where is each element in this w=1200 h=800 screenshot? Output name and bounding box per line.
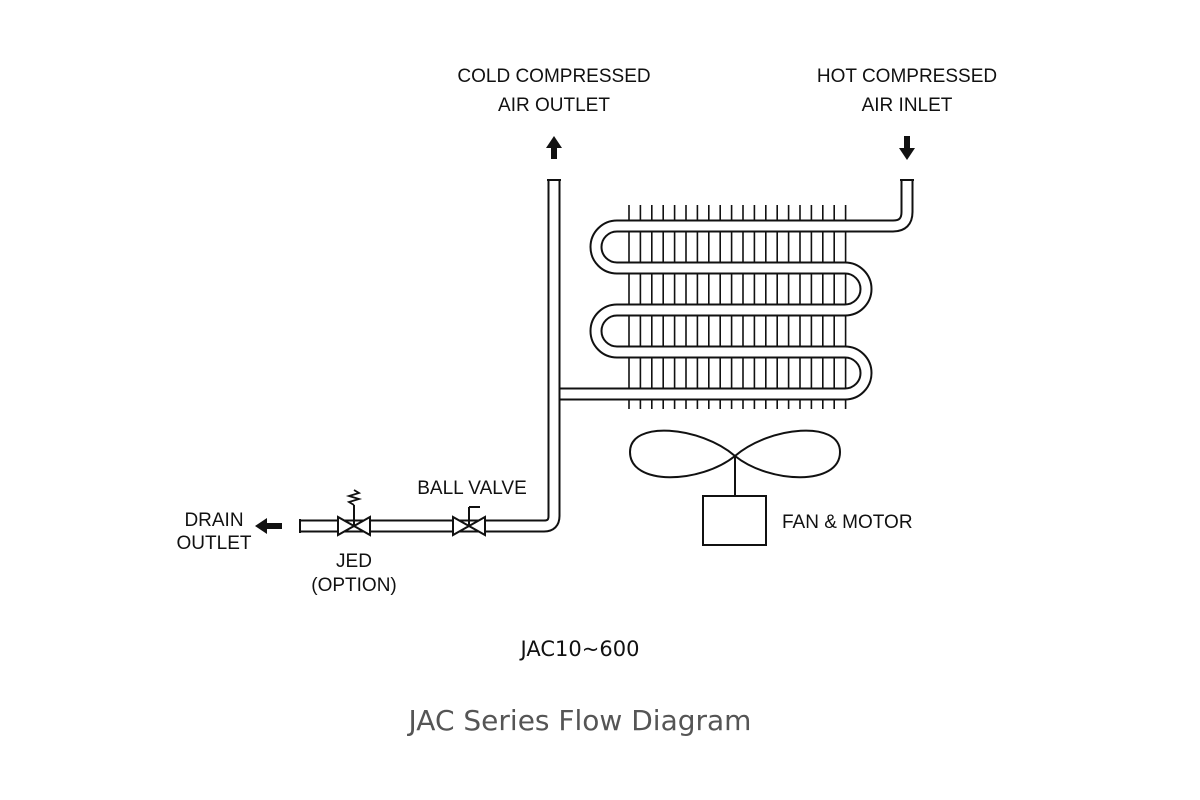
drain-outlet-label-line2: OUTLET [177, 533, 252, 554]
ball-valve-label: BALL VALVE [417, 478, 527, 499]
ball-valve [452, 506, 486, 537]
left-arrow-icon [255, 518, 282, 534]
model-number: JAC10~600 [519, 637, 640, 661]
cold-outlet-label-line2: AIR OUTLET [498, 95, 610, 116]
jed-label-line2: (OPTION) [311, 575, 397, 596]
motor-box [702, 495, 767, 546]
drain-outlet-label-line1: DRAIN [184, 510, 243, 531]
cold-outlet-label-line1: COLD COMPRESSED [457, 66, 650, 87]
fan [628, 429, 842, 496]
jed-label-line1: JED [336, 551, 372, 572]
diagram-caption: JAC Series Flow Diagram [407, 704, 752, 737]
hot-inlet-label-line1: HOT COMPRESSED [817, 66, 997, 87]
down-arrow-icon [899, 136, 915, 160]
jed-valve [337, 489, 371, 537]
hot-inlet-label-line2: AIR INLET [862, 95, 953, 116]
fan-motor-label: FAN & MOTOR [782, 512, 913, 533]
outlet-pipe [299, 179, 914, 533]
condenser-coil [554, 180, 914, 401]
up-arrow-icon [546, 136, 562, 159]
